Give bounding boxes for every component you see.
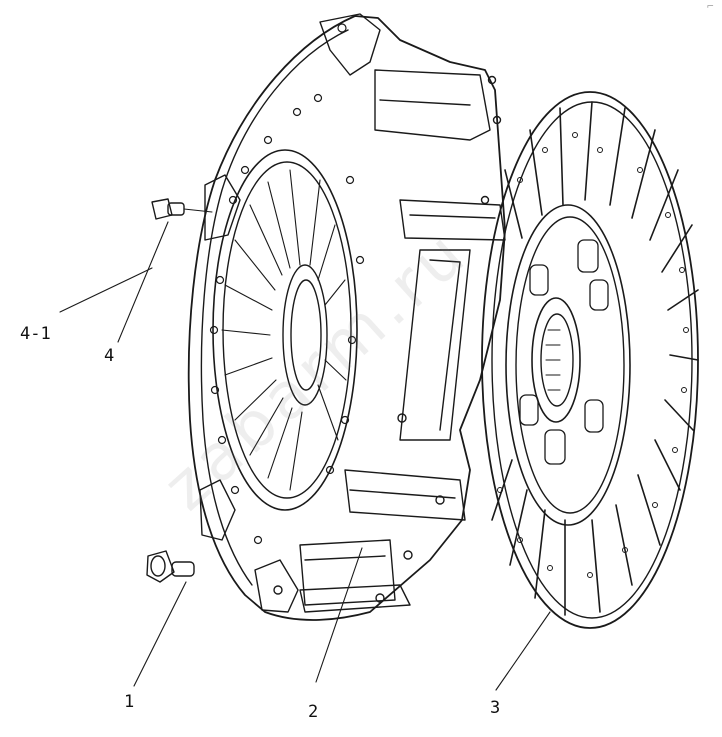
friction-facing-slots [491,101,699,616]
callout-4: 4 [104,346,115,366]
callout-4-1: 4-1 [20,324,51,344]
diaphragm-spring-fingers [221,169,347,491]
cover-bolt-holes [209,23,365,545]
bolt-part-1 [146,550,195,583]
bolt-part-4 [151,198,213,220]
callout-1: 1 [124,692,135,712]
callout-2: 2 [308,702,319,722]
facing-rivets [497,132,689,578]
pressure-plate-assembly [187,13,506,621]
callout-3: 3 [490,698,501,718]
clutch-disc [481,91,699,629]
leader-lines [59,221,551,691]
damper-springs [519,239,609,465]
corner-mark: ⌐ [706,2,714,12]
